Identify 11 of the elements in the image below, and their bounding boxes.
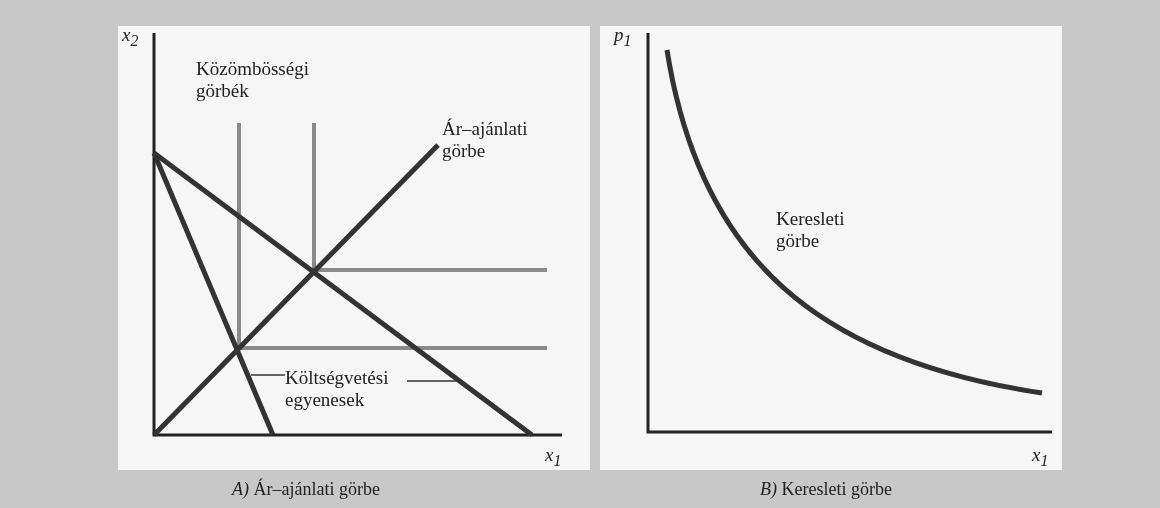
curve-label: Közömbösségi görbék [196,58,310,102]
curve-label: Ár–ajánlati görbe [442,118,529,162]
curve-label: Keresleti görbe [776,208,846,252]
axis-label: x$_{2}$ [122,24,139,51]
axis-label: x$_{1}$ [1032,444,1049,471]
figure-caption: B) Keresleti görbe [760,478,892,500]
figure-caption: A) Ár–ajánlati görbe [232,478,380,500]
axis-label: x$_{1}$ [545,444,562,471]
leader-line [250,374,286,376]
curve-label: Költségvetési egyenesek [285,367,407,411]
axis-label: p$_{1}$ [614,24,632,51]
